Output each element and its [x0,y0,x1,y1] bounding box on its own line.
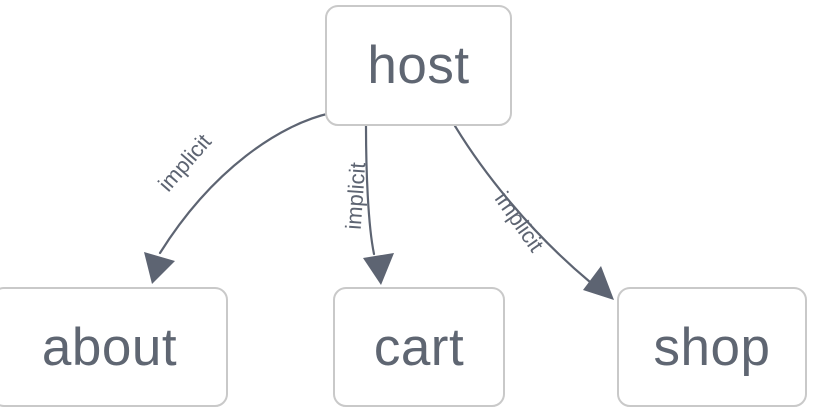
node-about-label: about [41,317,178,377]
node-host[interactable]: host [325,5,512,126]
arrowhead-about [144,252,175,284]
node-about[interactable]: about [0,287,228,407]
arrowhead-cart [363,253,394,285]
node-host-label: host [367,36,470,95]
edge-host-cart [364,124,376,256]
edge-host-about [158,111,333,255]
node-shop[interactable]: shop [617,287,807,407]
node-shop-label: shop [653,317,771,377]
edge-host-shop [453,124,592,284]
node-cart-label: cart [373,317,465,377]
node-cart[interactable]: cart [333,287,505,407]
arrowhead-shop [583,266,614,300]
edge-label-host-cart: implicit [340,161,371,231]
